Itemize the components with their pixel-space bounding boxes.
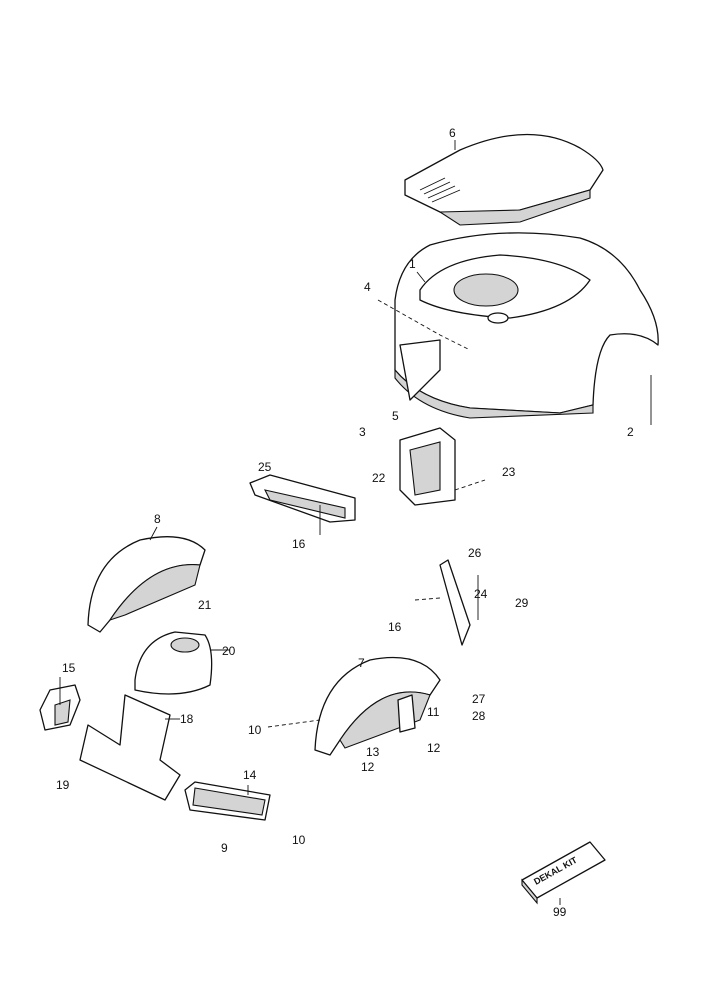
callout-25: 25 [258,460,272,474]
callout-1: 1 [409,257,416,271]
callout-10: 10 [292,833,306,847]
part-rear-fender-left [87,536,206,633]
part-bracket [399,427,456,506]
callout-20: 20 [222,644,236,658]
callout-99: 99 [553,905,567,919]
callout-16: 16 [292,537,306,551]
callout-4: 4 [364,280,371,294]
callout-12: 12 [427,741,441,755]
part-hood-cover [404,133,604,226]
callout-6: 6 [449,126,456,140]
part-main-body [394,232,659,419]
callout-14: 14 [243,768,257,782]
part-rear-fender-right [314,656,441,756]
callout-5: 5 [392,409,399,423]
callout-2: 2 [627,425,634,439]
callout-3: 3 [359,425,366,439]
part-channel [249,474,356,523]
callout-23: 23 [502,465,516,479]
callout-8: 8 [154,512,161,526]
callout-16: 16 [388,620,402,634]
callout-22: 22 [372,471,386,485]
callout-13: 13 [366,745,380,759]
callout-7: 7 [358,656,365,670]
callout-26: 26 [468,546,482,560]
part-lever [439,559,471,646]
callout-28: 28 [472,709,486,723]
callout-24: 24 [474,587,488,601]
callout-27: 27 [472,692,486,706]
callout-11: 11 [427,705,440,719]
callout-21: 21 [198,598,212,612]
callout-19: 19 [56,778,70,792]
part-panel [184,781,271,821]
part-step-plate [79,694,181,801]
part-bracket-small [39,684,81,731]
callout-15: 15 [62,661,76,675]
callout-29: 29 [515,596,529,610]
callout-18: 18 [180,712,194,726]
callout-10: 10 [248,723,262,737]
part-decal-kit: DEKAL KIT [521,841,606,905]
callout-9: 9 [221,841,228,855]
callout-12: 12 [361,760,375,774]
part-tank [134,631,213,695]
